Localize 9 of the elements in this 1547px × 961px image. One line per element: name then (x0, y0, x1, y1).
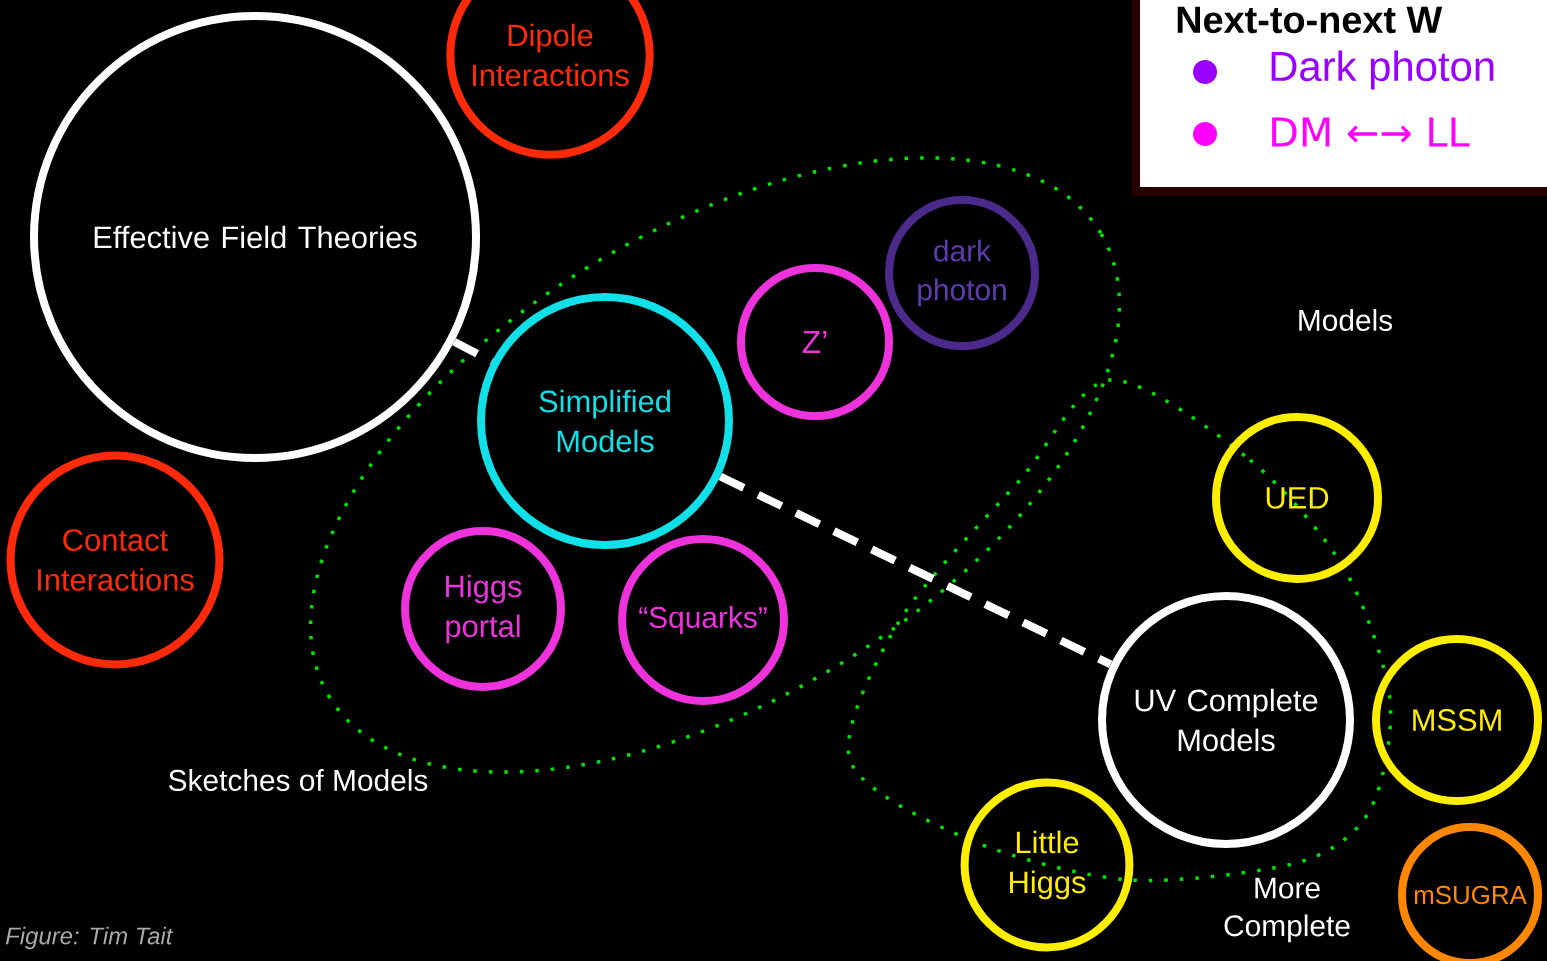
dashed-connector (452, 338, 494, 365)
region-label: Sketches of Models (168, 769, 428, 791)
region-label: More Complete (1224, 877, 1350, 943)
bullet-text: Dark photon (1271, 50, 1494, 90)
credit-text: Figure: Tim Tait (5, 926, 174, 950)
bullet-text: DM ←→ LL (1272, 117, 1470, 147)
region-label: Models (1299, 309, 1393, 331)
card-heading: Next-to-next W (1177, 6, 1443, 34)
dashed-connector (718, 472, 1113, 669)
